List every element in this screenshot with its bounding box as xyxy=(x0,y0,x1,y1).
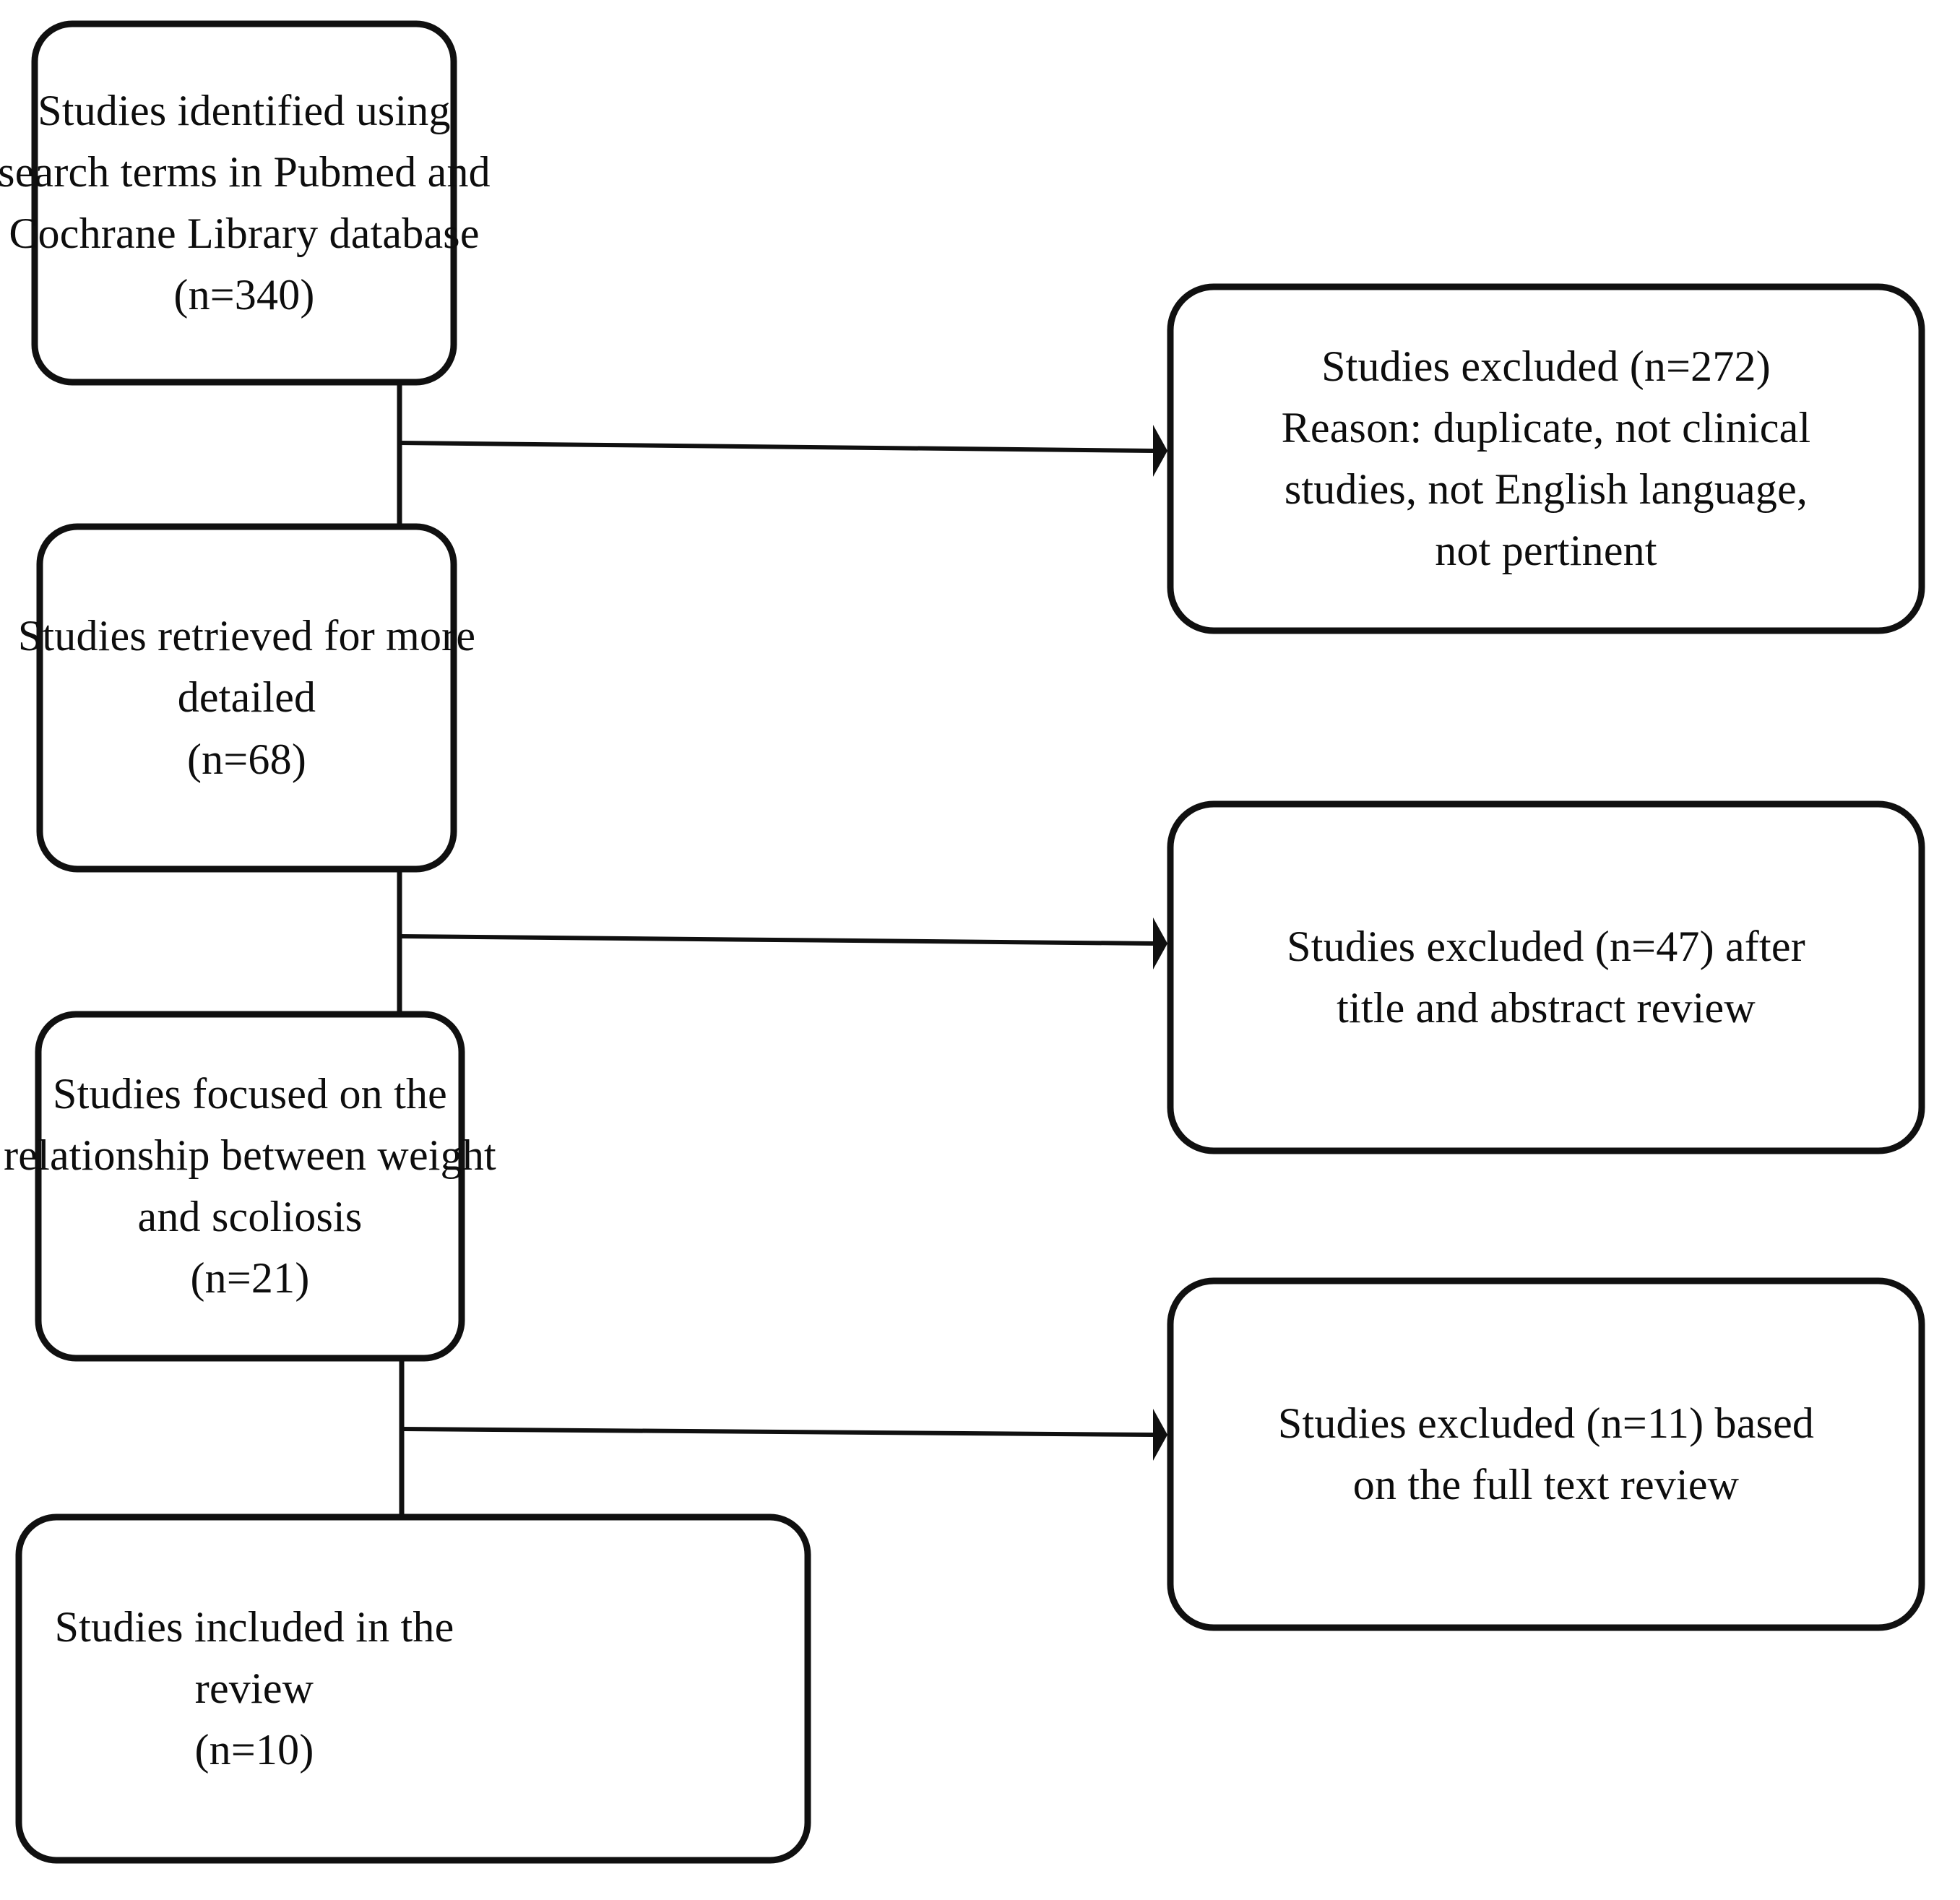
node-line: detailed xyxy=(177,673,316,722)
node-studies-excluded-1[interactable]: Studies excluded (n=272) Reason: duplica… xyxy=(1170,287,1922,631)
box-excluded-2-outline xyxy=(1167,800,1925,1154)
box-excluded-1-outline xyxy=(1167,283,1925,634)
connector-1-horizontal xyxy=(399,441,1154,453)
node-studies-excluded-3[interactable]: Studies excluded (n=11) based on the ful… xyxy=(1170,1281,1922,1628)
node-line: title and abstract review xyxy=(1337,984,1756,1032)
node-line: Cochrane Library database xyxy=(9,210,480,257)
box-included-outline xyxy=(15,1513,811,1864)
node-count-line: Studies excluded (n=11) based xyxy=(1277,1399,1815,1447)
connector-1-arrowhead xyxy=(1153,425,1167,477)
node-studies-identified[interactable]: Studies identified using search terms in… xyxy=(0,24,491,382)
connector-2-horizontal xyxy=(399,934,1154,946)
node-studies-included[interactable]: Studies included in the review (n=10) xyxy=(19,1517,808,1860)
node-line: relationship between weight xyxy=(4,1131,496,1179)
box-identified-outline xyxy=(31,20,457,386)
node-count-label: (n=10) xyxy=(194,1726,314,1774)
node-line: Reason: duplicate, not clinical xyxy=(1281,403,1811,452)
node-count-label: (n=21) xyxy=(190,1254,310,1303)
box-excluded-3-outline xyxy=(1167,1277,1925,1631)
node-line: and scoliosis xyxy=(137,1193,363,1240)
node-line: studies, not English language, xyxy=(1284,465,1808,513)
node-count-line: Studies excluded (n=47) after xyxy=(1287,922,1805,970)
box-retrieved-outline xyxy=(36,523,457,873)
node-line: search terms in Pubmed and xyxy=(0,147,491,196)
node-line: on the full text review xyxy=(1352,1461,1740,1508)
node-line: not pertinent xyxy=(1435,527,1657,575)
node-line: Studies identified using xyxy=(38,86,451,134)
node-line: Studies retrieved for more xyxy=(17,612,476,660)
node-studies-focused[interactable]: Studies focused on the relationship betw… xyxy=(4,1014,496,1358)
connector-3-arrowhead xyxy=(1153,1409,1167,1461)
node-count-label: (n=68) xyxy=(187,735,306,783)
connector-2-arrowhead xyxy=(1153,917,1167,970)
node-studies-excluded-2[interactable]: Studies excluded (n=47) after title and … xyxy=(1170,804,1922,1151)
connector-3-horizontal xyxy=(401,1427,1154,1437)
node-line: review xyxy=(194,1664,314,1712)
node-line: Studies included in the xyxy=(54,1602,454,1651)
node-studies-retrieved[interactable]: Studies retrieved for more detailed (n=6… xyxy=(18,527,475,869)
box-focused-outline xyxy=(35,1011,465,1362)
node-count-line: Studies excluded (n=272) xyxy=(1321,342,1771,390)
node-line: Studies focused on the xyxy=(53,1069,447,1118)
node-count-label: (n=340) xyxy=(173,271,315,319)
